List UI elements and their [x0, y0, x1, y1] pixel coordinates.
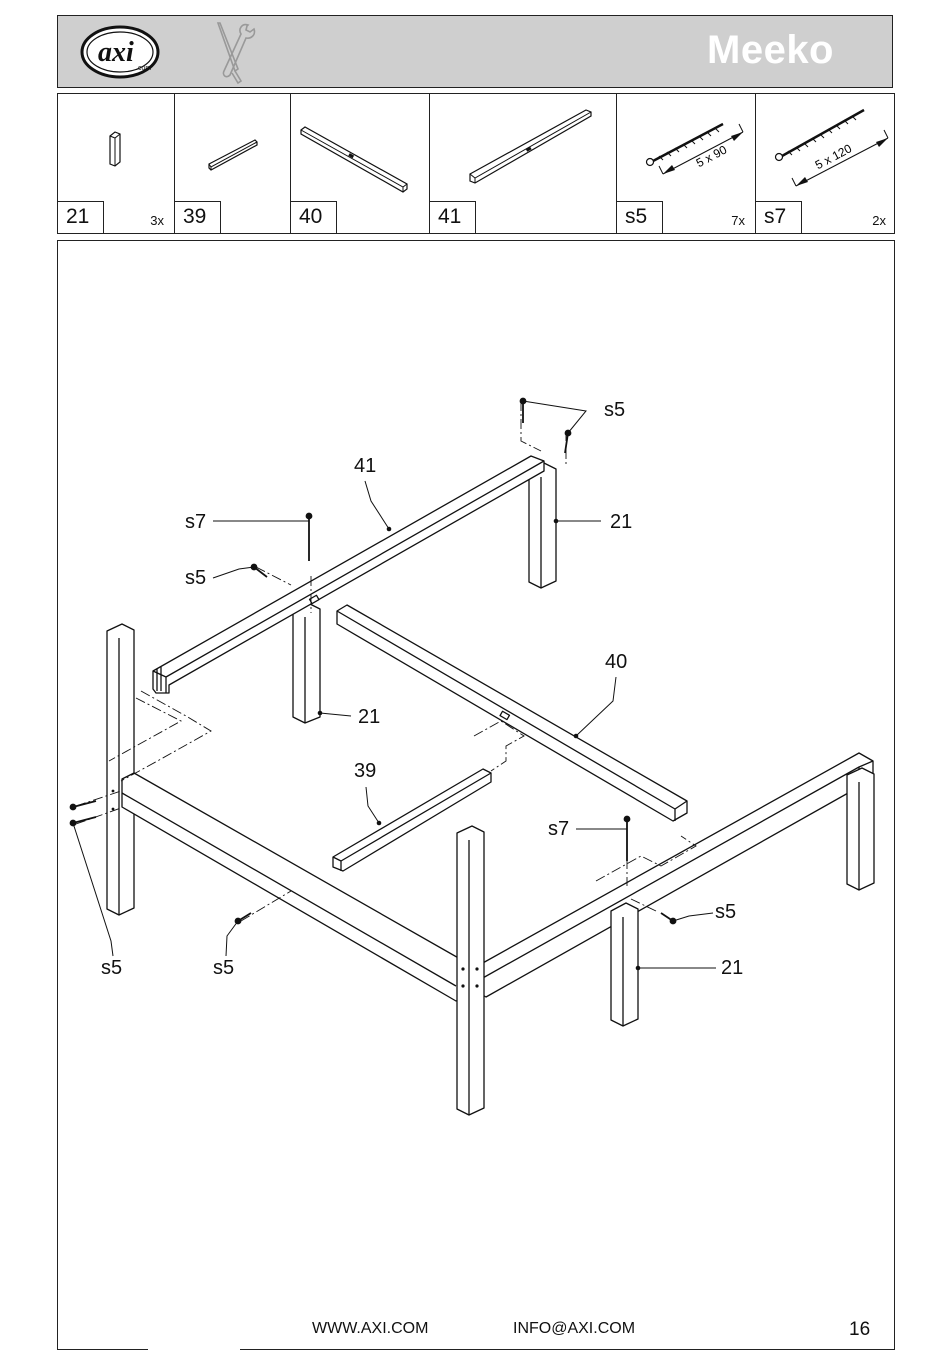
header-bar: axi .com Meeko: [57, 15, 893, 88]
tools-icon: [216, 22, 256, 85]
part-id: s5: [617, 201, 663, 233]
product-title: Meeko: [707, 28, 834, 72]
part-cell-40: 40: [291, 94, 430, 233]
part-cell-21: 21 3x: [58, 94, 175, 233]
label-s7-left: s7: [185, 511, 207, 533]
part-id: 21: [58, 201, 104, 233]
post-front-left: [106, 623, 135, 916]
long-beam-icon: [469, 109, 592, 184]
label-s5-bottom-left: s5: [101, 957, 123, 979]
parts-table: 21 3x 39 40 41: [57, 93, 895, 234]
assembly-diagram-panel: s5 41 s7 21 s5 21 40 39 s7 s5 s5 s5 21: [57, 240, 895, 1350]
medium-beam-icon: [300, 126, 408, 193]
part-id: 40: [291, 201, 337, 233]
label-s5-right: s5: [715, 901, 737, 923]
part-id: 39: [175, 201, 221, 233]
part-cell-39: 39: [175, 94, 291, 233]
logo-sub: .com: [136, 65, 151, 72]
logo-wordmark: axi: [98, 37, 134, 68]
label-s7-right: s7: [548, 818, 570, 840]
part-id: 41: [430, 201, 476, 233]
label-part-21-right: 21: [721, 957, 744, 979]
label-s5-left: s5: [185, 567, 207, 589]
beam-41: [152, 455, 545, 694]
post-icon: [109, 131, 121, 167]
frame-right-beam: [480, 752, 874, 998]
assembly-drawing: [69, 397, 875, 1116]
post-front-center: [456, 825, 485, 1116]
screw-120-icon: 5 x 120: [774, 108, 889, 187]
label-s5-bottom-mid: s5: [213, 957, 235, 979]
part-qty: 3x: [150, 213, 164, 228]
post-back-right: [528, 462, 557, 589]
page-number: 16: [849, 1319, 871, 1340]
part-cell-41: 41: [430, 94, 617, 233]
border-gap: [148, 1345, 240, 1355]
label-part-21-top: 21: [610, 511, 633, 533]
axi-logo: axi .com: [80, 25, 160, 79]
label-s5-top: s5: [604, 399, 626, 421]
part-id: s7: [756, 201, 802, 233]
screw-dimension: 5 x 90: [694, 142, 730, 170]
part-cell-s7: 5 x 120 s7 2x: [756, 94, 896, 233]
label-part-41: 41: [354, 455, 377, 477]
footer-website: WWW.AXI.COM: [312, 1320, 429, 1337]
footer-email: INFO@AXI.COM: [513, 1320, 636, 1337]
part-qty: 7x: [731, 213, 745, 228]
label-part-40: 40: [605, 651, 628, 673]
post-middle: [292, 602, 321, 724]
label-part-39: 39: [354, 760, 377, 782]
screw-90-icon: 5 x 90: [645, 122, 744, 175]
part-cell-s5: 5 x 90 s5 7x: [617, 94, 756, 233]
post-right: [846, 767, 875, 891]
part-qty: 2x: [872, 213, 886, 228]
label-part-21-mid: 21: [358, 706, 381, 728]
post-right-middle: [610, 902, 639, 1027]
short-beam-icon: [208, 139, 258, 171]
screw-dimension: 5 x 120: [813, 141, 855, 172]
